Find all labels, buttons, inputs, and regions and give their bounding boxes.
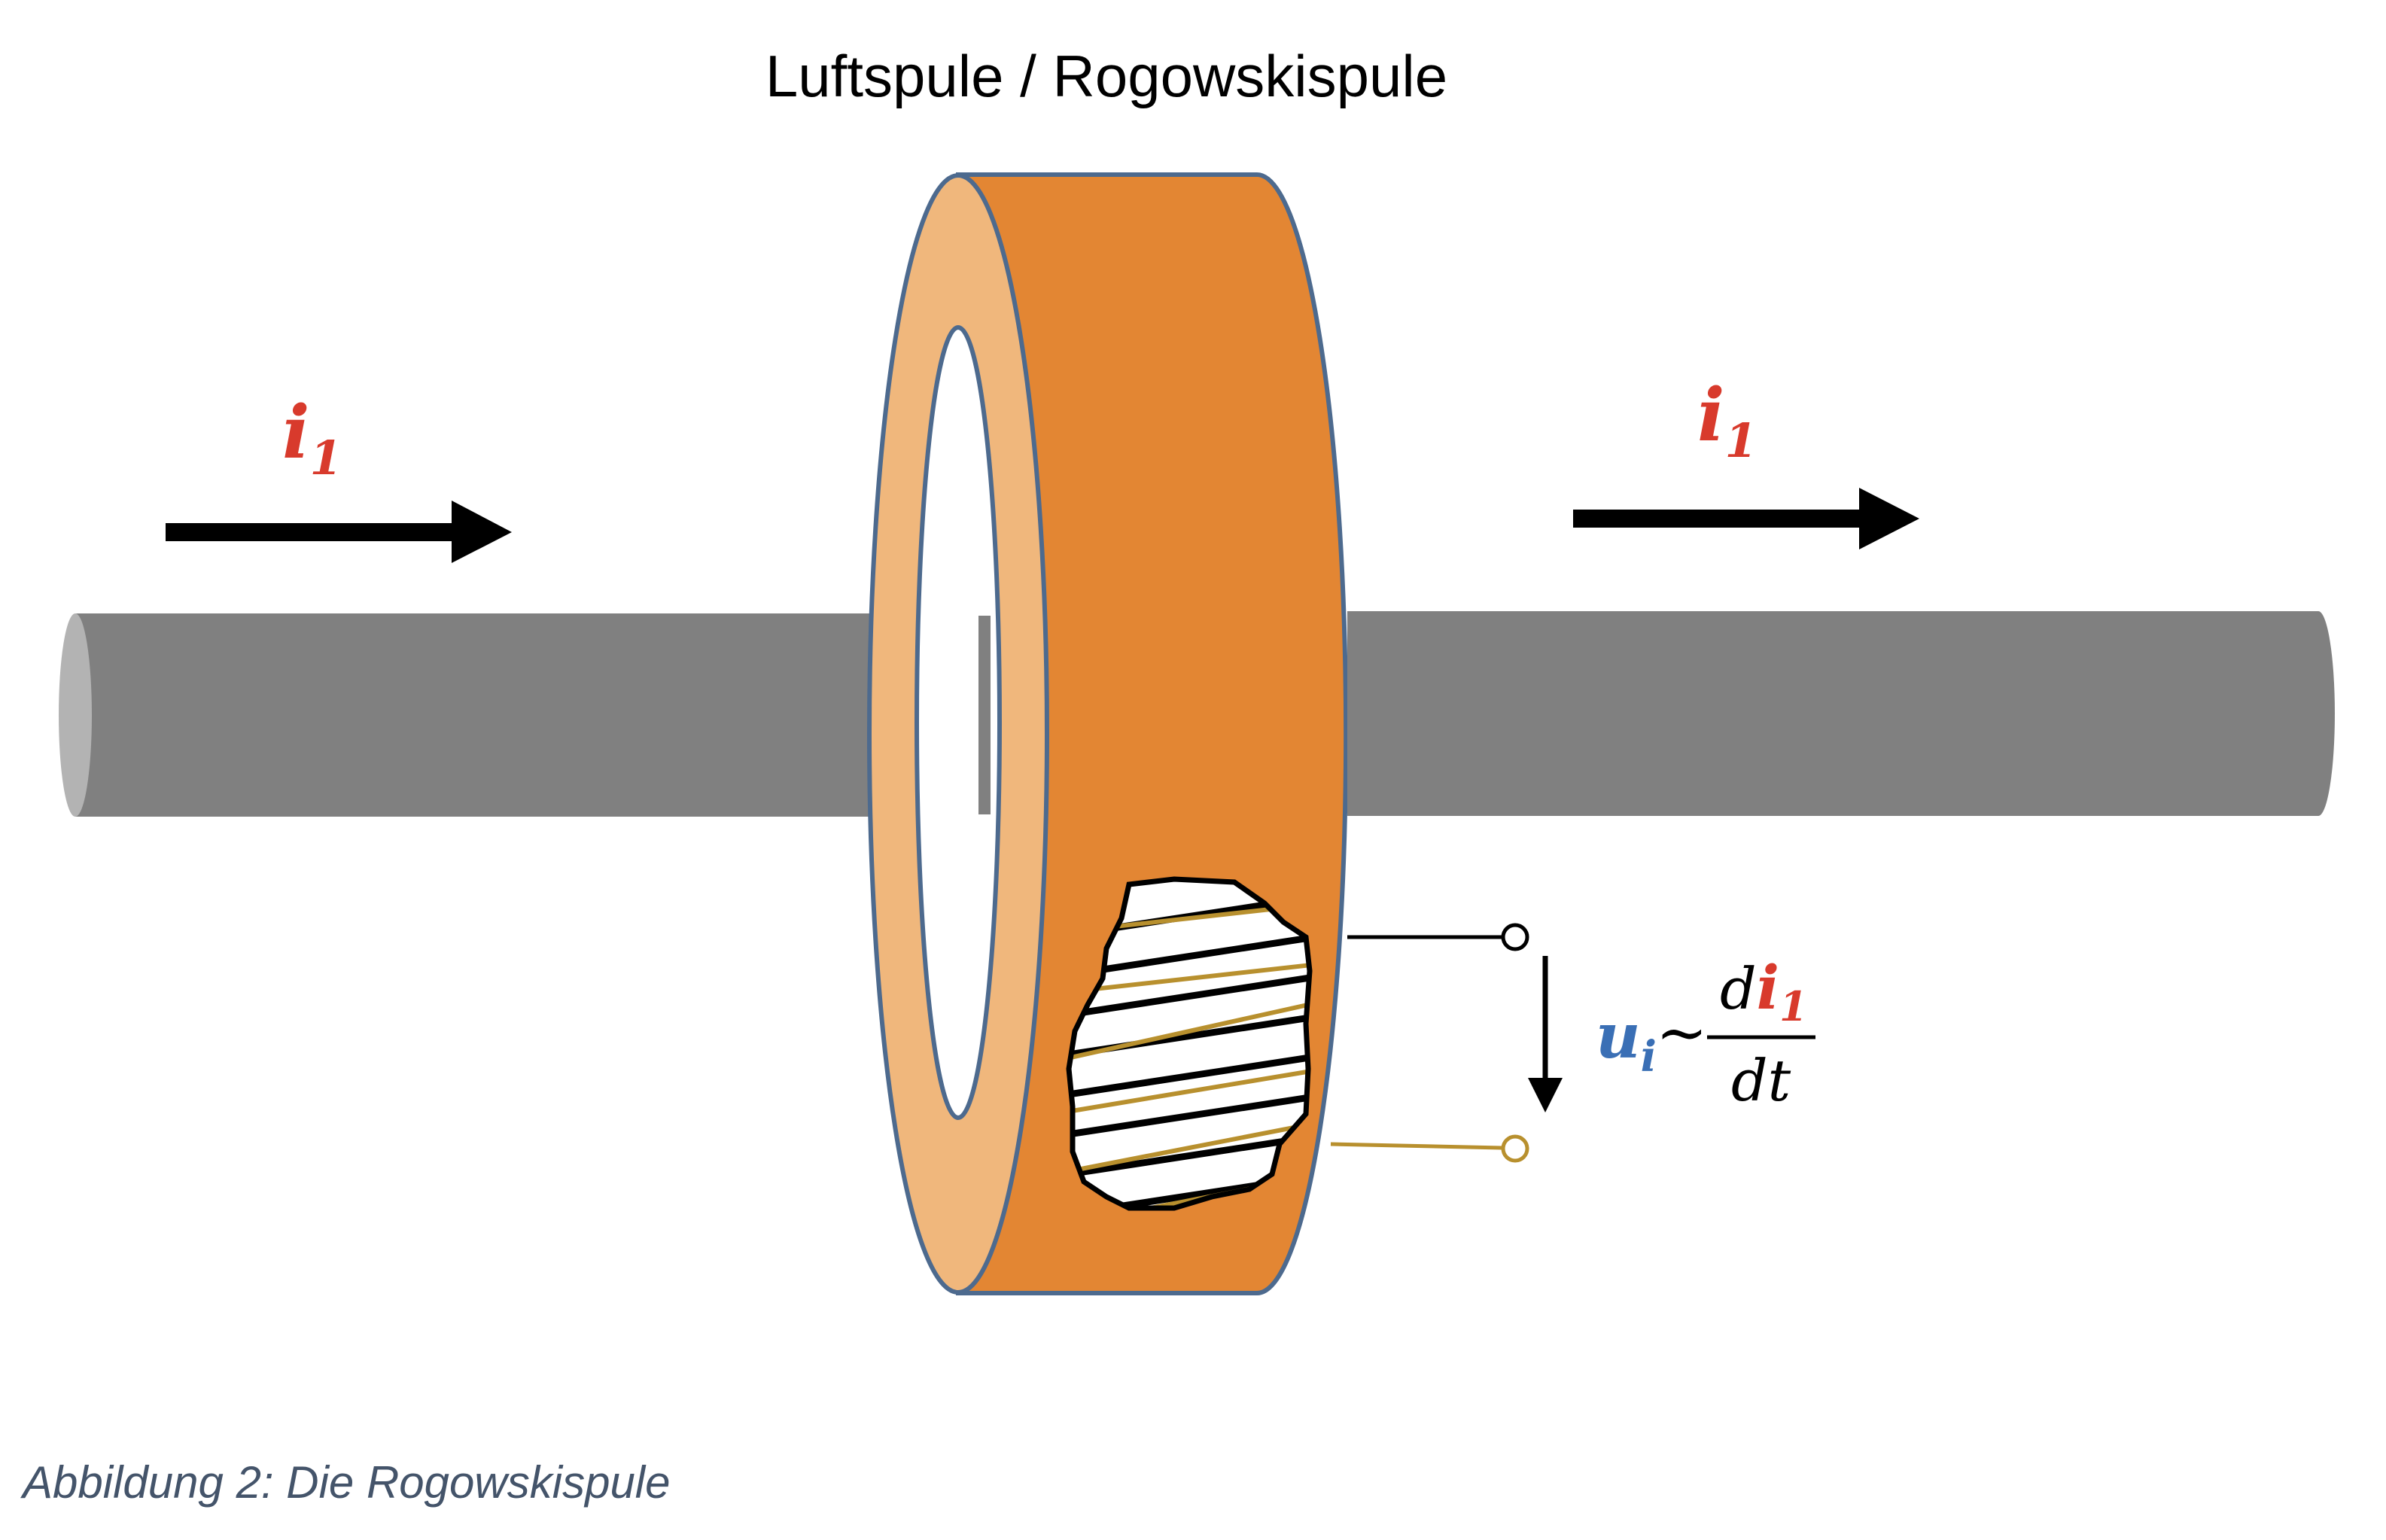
lead-bottom	[1330, 1142, 1502, 1150]
current-label-left: i1	[282, 390, 342, 485]
current-arrow-left	[166, 501, 512, 563]
conductor-left	[59, 613, 994, 817]
figure-caption: Abbildung 2: Die Rogowskispule	[20, 1457, 671, 1508]
diagram-title: Luftspule / Rogowskispule	[765, 43, 1447, 109]
formula-numerator: di1	[1720, 952, 1808, 1030]
current-label-right: i1	[1697, 373, 1758, 468]
conductor-right	[978, 611, 2335, 816]
coil-hole	[915, 325, 1002, 1120]
terminal-leads	[1330, 923, 1529, 1163]
current-arrow-right	[1573, 488, 1919, 549]
formula-relation: ~	[1656, 997, 1708, 1069]
terminal-top	[1501, 923, 1529, 951]
terminal-bottom	[1501, 1134, 1529, 1163]
rogowski-coil	[867, 172, 1349, 1295]
formula-lhs: ui	[1596, 1000, 1657, 1082]
induced-voltage-formula: ui ~ di1 dt	[1596, 952, 1815, 1114]
formula-denominator: dt	[1731, 1047, 1791, 1114]
voltage-arrow	[1528, 956, 1563, 1112]
